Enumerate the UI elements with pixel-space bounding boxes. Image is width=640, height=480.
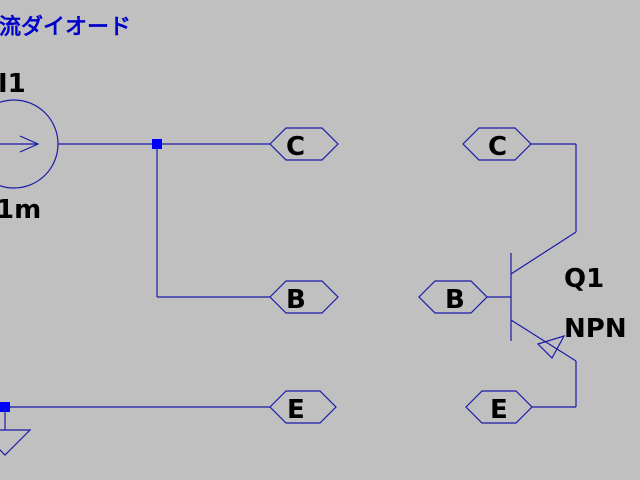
net-flag-emitter-right[interactable]: E <box>465 390 533 425</box>
ground-triangle <box>0 429 32 456</box>
junction-dot-icon <box>152 139 162 149</box>
net-flag-base-left-label: B <box>286 285 306 315</box>
net-flag-collector-left[interactable]: C <box>269 127 339 162</box>
current-source-arrow-head <box>19 135 40 153</box>
net-flag-emitter-left[interactable]: E <box>269 390 337 425</box>
emitter-diagonal <box>510 319 577 362</box>
emitter-arrow <box>536 334 566 359</box>
net-flag-collector-right[interactable]: C <box>462 127 532 162</box>
net-flag-base-right-label: B <box>445 285 465 315</box>
source-value-label: 1m <box>0 195 41 225</box>
schematic-title: 流ダイオード <box>0 14 131 40</box>
net-flag-base-right[interactable]: B <box>418 280 488 315</box>
transistor-name-label: Q1 <box>564 264 604 294</box>
collector-diagonal <box>510 231 577 275</box>
net-flag-collector-left-label: C <box>286 132 305 162</box>
npn-transistor-icon[interactable] <box>487 143 577 408</box>
current-source-icon[interactable] <box>0 99 59 189</box>
net-flag-base-left[interactable]: B <box>269 280 339 315</box>
source-name-label: I1 <box>0 69 26 99</box>
net-flag-emitter-right-label: E <box>490 395 508 425</box>
ground-icon[interactable] <box>0 407 32 456</box>
net-flag-collector-right-label: C <box>488 132 507 162</box>
net-flag-emitter-left-label: E <box>287 395 305 425</box>
transistor-model-label: NPN <box>564 314 627 344</box>
